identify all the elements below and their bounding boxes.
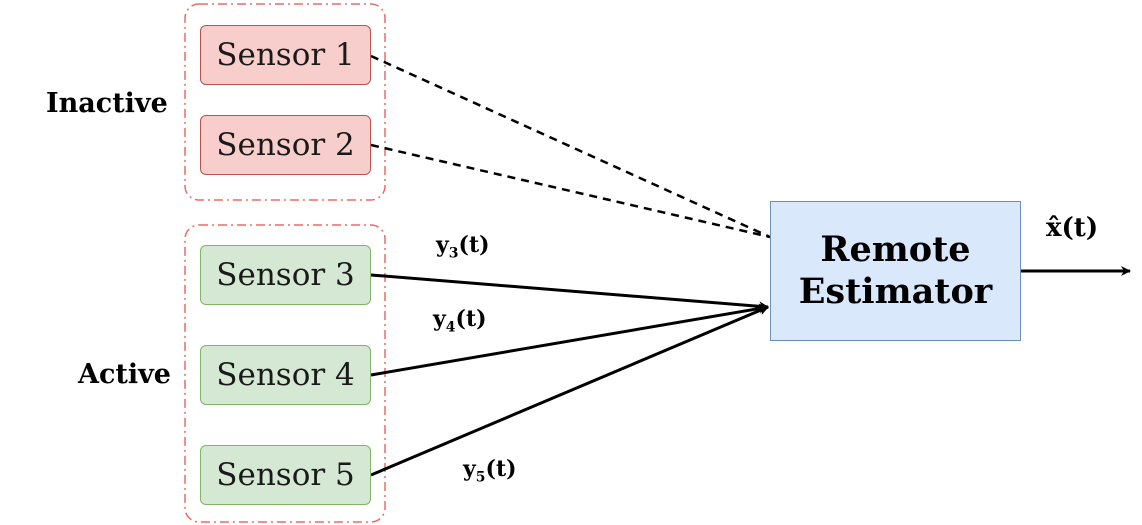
signal-arg: (t): [458, 232, 490, 258]
sensor-2-dashed-link: [370, 143, 771, 239]
sensor-3-signal-arrow: [370, 273, 769, 312]
inactive-group-label: Inactive: [46, 88, 168, 119]
sensor-4-box: Sensor 4: [200, 345, 371, 405]
signal-label-y4: y4(t): [433, 306, 487, 335]
sensor-3-box: Sensor 3: [200, 245, 371, 305]
signal-index: 5: [475, 469, 486, 486]
signal-arg: (t): [485, 456, 517, 482]
signal-base: y: [436, 232, 449, 258]
inactive-group-border: [184, 3, 386, 201]
signal-base: y: [433, 306, 446, 332]
signal-index: 4: [445, 319, 456, 336]
estimator-label-line-1: Remote: [820, 229, 971, 270]
active-group-label: Active: [78, 359, 171, 390]
sensor-4-signal-arrow: [370, 303, 769, 377]
signal-arg: (t): [455, 306, 487, 332]
sensor-5-box: Sensor 5: [200, 445, 371, 505]
signal-index: 3: [448, 245, 459, 262]
signal-label-y5: y5(t): [463, 456, 517, 485]
sensor-1-box: Sensor 1: [200, 25, 371, 85]
signal-base: y: [463, 456, 476, 482]
sensor-2-box: Sensor 2: [200, 115, 371, 175]
sensor-1-dashed-link: [370, 54, 771, 239]
estimator-label-line-2: Estimator: [798, 271, 993, 312]
remote-estimator-box: Remote Estimator: [770, 201, 1021, 341]
output-label: x̂(t): [1046, 213, 1099, 243]
sensor-5-signal-arrow: [370, 305, 769, 477]
signal-label-y3: y3(t): [436, 232, 490, 261]
